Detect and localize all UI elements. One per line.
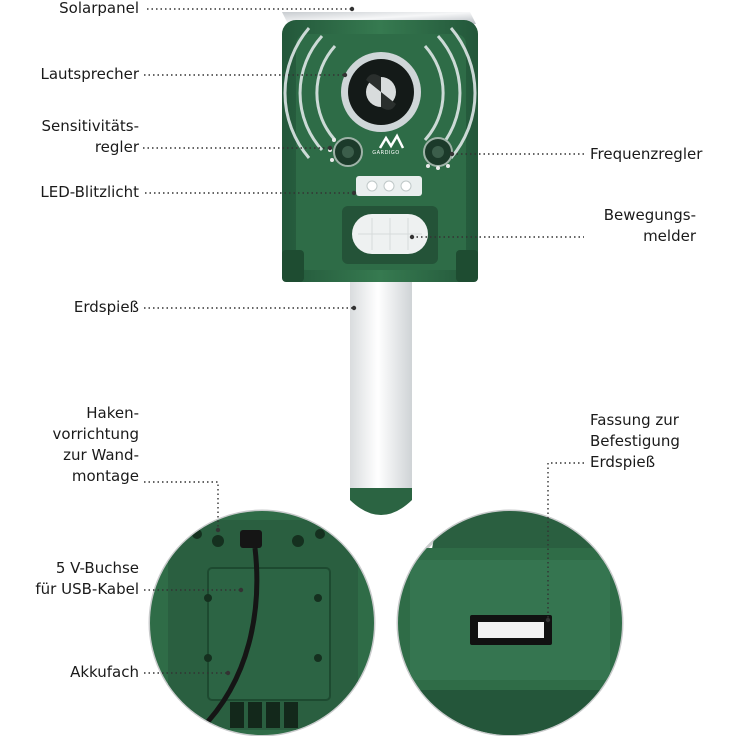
label-usb-socket: 5 V-Buchse für USB-Kabel <box>35 559 139 598</box>
brand-wordmark: GARDIGO <box>372 150 400 156</box>
label-stake-mount: Fassung zur Befestigung Erdspieß <box>590 411 680 471</box>
led-flashlight <box>356 176 422 196</box>
leader-lines <box>143 8 584 674</box>
label-lautsprecher: Lautsprecher <box>40 65 140 83</box>
ground-stake <box>350 280 412 515</box>
speaker <box>341 52 421 132</box>
sensitivity-knob <box>328 137 363 167</box>
label-frequency-control: Frequenzregler <box>590 145 703 163</box>
sound-wave-icon <box>283 27 477 159</box>
label-led-flash: LED-Blitzlicht <box>40 183 139 201</box>
detail-bottom-view <box>396 509 624 736</box>
leader-dots <box>215 6 551 676</box>
label-motion-sensor: Bewegungs- melder <box>603 206 696 245</box>
label-ground-stake: Erdspieß <box>73 298 139 316</box>
brand-logo <box>378 133 405 149</box>
motion-sensor <box>342 206 438 264</box>
frequency-knob <box>423 137 453 170</box>
detail-back-view <box>148 509 376 736</box>
label-wall-hook: Haken- vorrichtung zur Wand- montage <box>52 404 139 485</box>
label-sensitivity-control: Sensitivitäts- regler <box>41 117 139 156</box>
label-battery-compartment: Akkufach <box>70 663 139 681</box>
label-solarpanel: Solarpanel <box>59 0 139 17</box>
